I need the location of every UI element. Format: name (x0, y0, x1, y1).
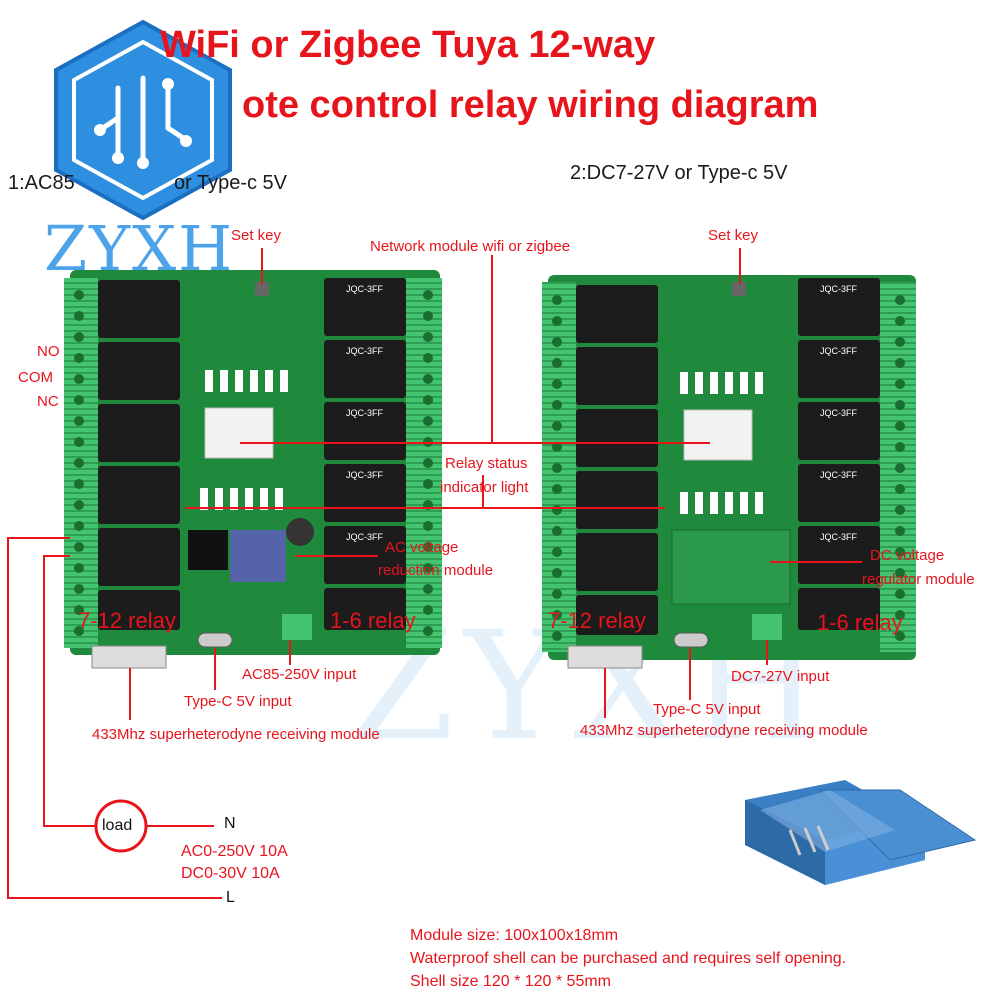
com-label: COM (18, 369, 53, 386)
set-key-right-label: Set key (708, 227, 759, 244)
dc-input-label: DC7-27V input (731, 668, 830, 685)
relay-1-6-left-label: 1-6 relay (330, 608, 416, 633)
section-left-suffix: or Type-c 5V (174, 172, 288, 194)
left-board (64, 270, 442, 669)
relay-7-12-left-label: 7-12 relay (78, 608, 176, 633)
relay-1-6-right-label: 1-6 relay (817, 610, 903, 635)
no-label: NO (37, 343, 60, 360)
rf-right-label: 433Mhz superheterodyne receiving module (580, 722, 868, 739)
right-relays-7-12 (576, 285, 658, 635)
left-relays-7-12 (98, 280, 180, 630)
relay-model-text: JQC-3FF (346, 532, 384, 542)
relay-model-text: JQC-3FF (820, 346, 858, 356)
l-label: L (226, 889, 235, 906)
title-line-2: ote control relay wiring diagram (242, 84, 819, 126)
set-key-left-label: Set key (231, 227, 282, 244)
title-line-1: WiFi or Zigbee Tuya 12-way (160, 24, 656, 66)
relay-model-text: JQC-3FF (820, 470, 858, 480)
right-board (542, 275, 916, 669)
typec-right-label: Type-C 5V input (653, 701, 761, 718)
relay-model-text: JQC-3FF (346, 408, 384, 418)
right-dc-module (671, 529, 791, 605)
module-size-line: Module size: 100x100x18mm (410, 927, 619, 944)
network-module-label: Network module wifi or zigbee (370, 238, 571, 255)
logo-hexagon-icon (54, 19, 232, 221)
relay-model-text: JQC-3FF (820, 408, 858, 418)
right-network-module (683, 409, 753, 461)
dc-module-label-1: DC voltage (870, 547, 945, 564)
relay-status-label-1: Relay status (445, 455, 528, 472)
dc-module-label-2: regulator module (862, 571, 975, 588)
right-relays-1-6 (798, 278, 880, 630)
shell-size-line: Shell size 120 * 120 * 55mm (410, 973, 611, 990)
relay-status-label-2: indicator light (440, 479, 529, 496)
section-right-heading: 2:DC7-27V or Type-c 5V (570, 162, 788, 184)
section-left-heading: 1:AC85 (8, 172, 75, 194)
nc-label: NC (37, 393, 59, 410)
relay-model-text: JQC-3FF (346, 346, 384, 356)
relay-model-text: JQC-3FF (346, 470, 384, 480)
rf-left-label: 433Mhz superheterodyne receiving module (92, 726, 380, 743)
brand-logo (48, 18, 238, 223)
relay-model-text: JQC-3FF (820, 284, 858, 294)
left-ac-module (230, 530, 286, 582)
pointer-lines (7, 248, 862, 899)
ac-input-label: AC85-250V input (242, 666, 357, 683)
n-label: N (224, 815, 236, 832)
relay-7-12-right-label: 7-12 relay (548, 608, 646, 633)
waterproof-shell-image (745, 780, 977, 885)
ac-rating-label: AC0-250V 10A (181, 843, 288, 860)
relay-model-text: JQC-3FF (346, 284, 384, 294)
shell-note-line: Waterproof shell can be purchased and re… (410, 950, 847, 967)
typec-left-label: Type-C 5V input (184, 693, 292, 710)
load-circle (94, 799, 148, 853)
ac-module-label-1: AC voltage (385, 539, 459, 556)
ac-module-label-2: reduction module (378, 562, 494, 579)
relay-model-text: JQC-3FF (820, 532, 858, 542)
dc-rating-label: DC0-30V 10A (181, 865, 280, 882)
left-network-module (204, 407, 274, 459)
load-label: load (102, 817, 133, 834)
